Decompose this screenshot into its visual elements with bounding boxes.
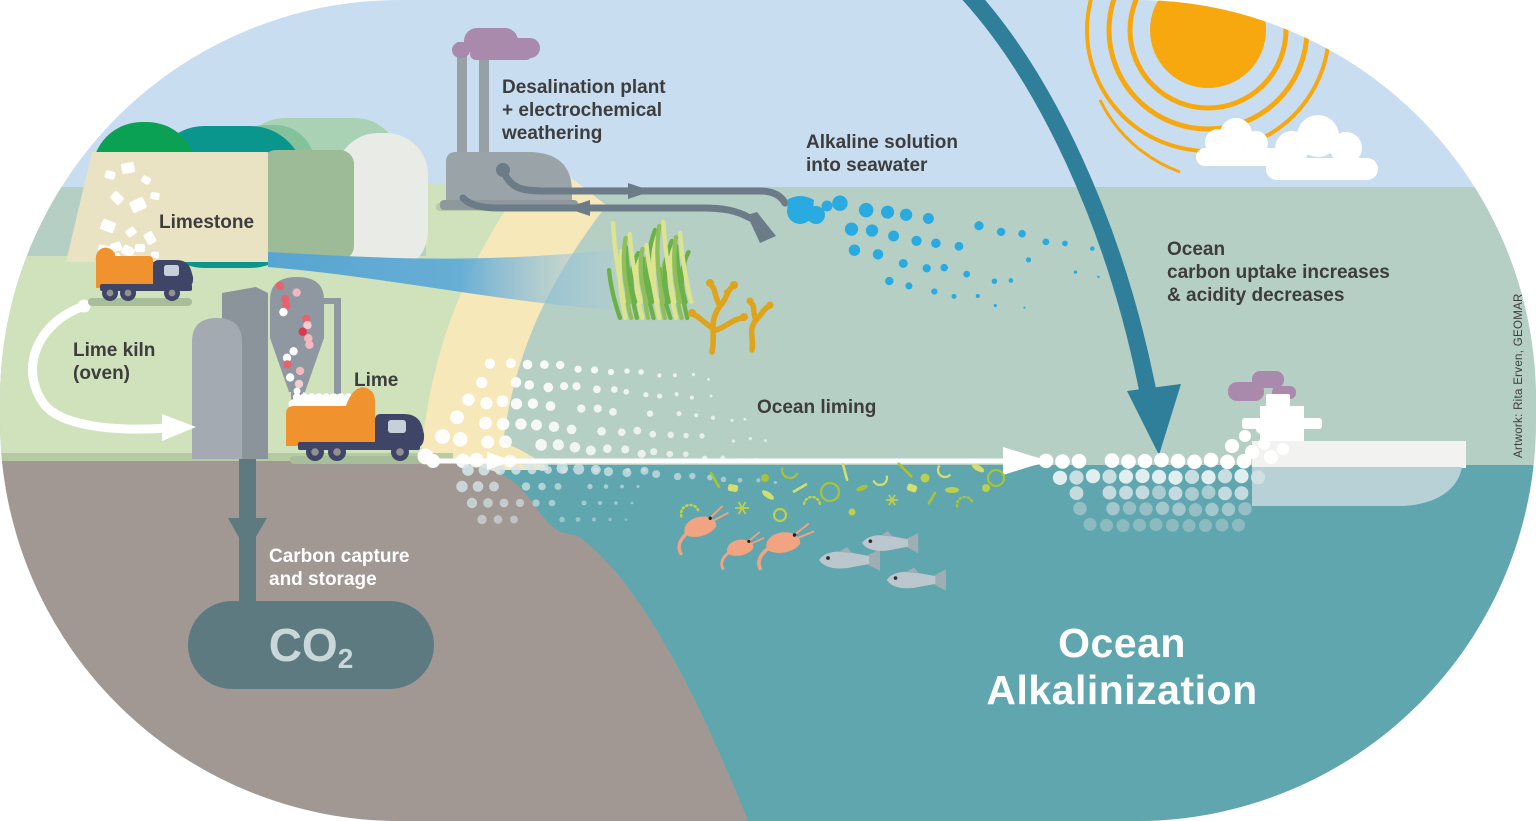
intake-pipe: [459, 194, 754, 222]
lime-label: Lime: [354, 370, 399, 391]
cloud-icon: [1196, 118, 1282, 166]
lime-kiln-icon: [192, 277, 341, 459]
flow-left-arrow-icon: [566, 200, 590, 216]
hopper-lime-particles: [275, 281, 314, 389]
kiln-cycle-arrow-icon: [28, 299, 196, 441]
zooplankton-icon: [677, 505, 815, 571]
fish-school-icon: [819, 531, 946, 591]
sun-icon: [1085, 0, 1331, 174]
hills: [66, 118, 428, 273]
plankton-icons: [679, 462, 1006, 523]
intake-nozzle-icon: [747, 212, 776, 243]
limestone-truck-icon: [88, 247, 194, 306]
ocean-liming-arrow-icon: [426, 447, 1048, 475]
down-arrow-icon: [228, 518, 267, 552]
plant-pipes: [459, 166, 789, 222]
plant-smoke-icon: [452, 28, 540, 60]
seagrass-icon: [606, 219, 694, 321]
ship-wake-lime-dots: [1005, 452, 1266, 533]
limestone-label: Limestone: [159, 212, 255, 233]
carbon-uptake-arrow-icon: [962, 0, 1181, 455]
ocean-liming-label: Ocean liming: [757, 397, 877, 418]
lime-truck-icon: [286, 387, 432, 464]
lime-dots-sinking: [456, 464, 646, 525]
cloud-icon: [1266, 115, 1378, 180]
coral-icon: [688, 279, 774, 355]
alkaline-splash-icon: [787, 196, 833, 224]
river: [268, 250, 612, 310]
ship-lime-discharge: [1225, 423, 1292, 464]
artwork-credit: Artwork: Rita Erven, GEOMAR: [1513, 293, 1525, 458]
carbon-storage: [188, 452, 434, 689]
limestone-quarry-cliff: [66, 152, 268, 262]
lime-plume-dots: [417, 358, 777, 485]
co2-reservoir: [188, 601, 434, 689]
lime-kiln-label: Lime kiln(oven): [73, 340, 156, 385]
outflow-pipe: [499, 166, 789, 207]
beach-sand: [420, 156, 607, 475]
liming-ship-icon: [1225, 371, 1466, 506]
alkaline-solution-dots: [832, 195, 1100, 309]
flow-right-arrow-icon: [628, 183, 652, 199]
